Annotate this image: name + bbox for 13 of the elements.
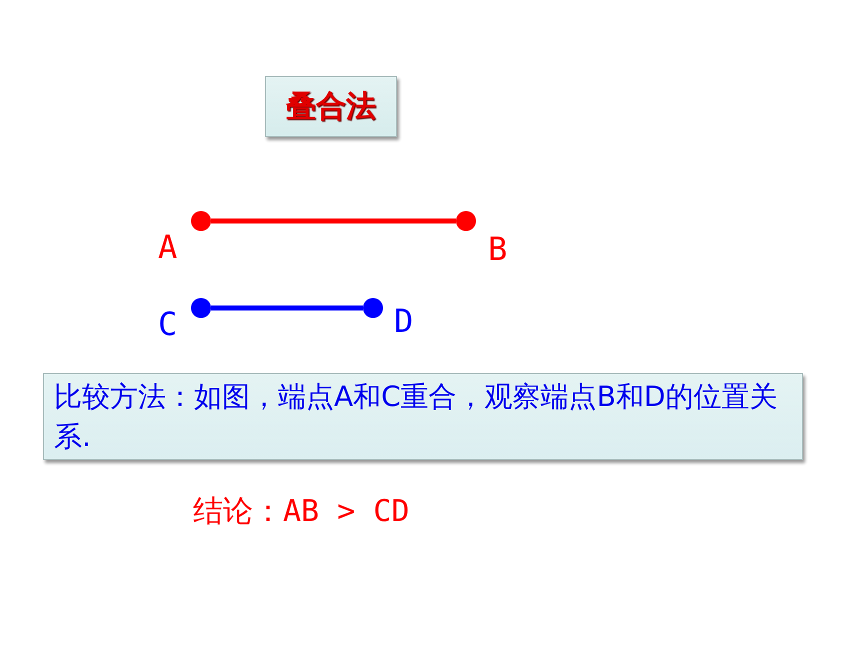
point-label: B [488,230,508,268]
point-dot [191,211,211,231]
point-dot [363,298,383,318]
description-box: 比较方法：如图，端点A和C重合，观察端点B和D的位置关系. [43,373,803,460]
point-label: A [158,228,178,266]
line-segment [211,218,456,224]
point-dot [456,211,476,231]
line-segment [211,306,363,310]
point-dot [191,298,211,318]
conclusion-text: 结论：AB > CD [193,493,410,531]
point-label: C [158,305,178,343]
point-label: D [394,302,414,340]
title-box: 叠合法 [265,76,397,137]
